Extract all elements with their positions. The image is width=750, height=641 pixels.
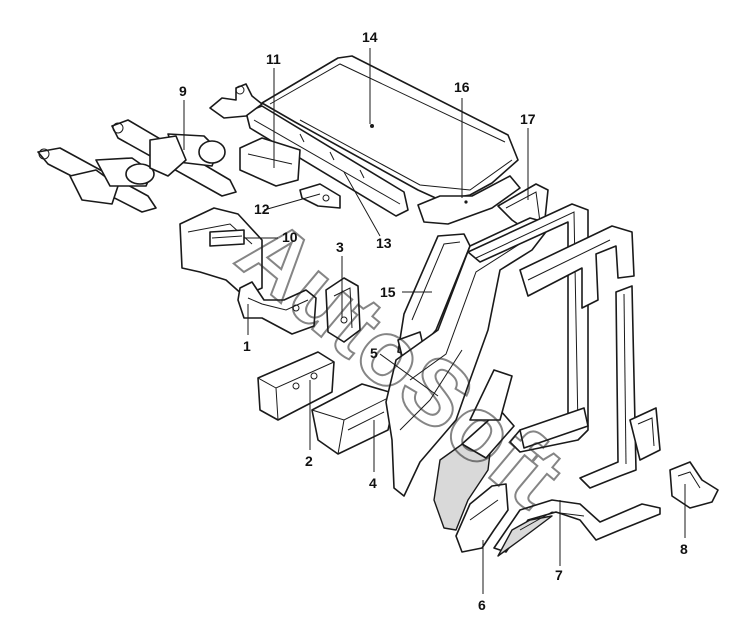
wheel-arch-part-6: [433, 369, 515, 553]
storage-tray-part-4: [311, 383, 397, 455]
side-inner-panel-part-5: [385, 217, 553, 497]
callout-11: 11: [266, 51, 281, 67]
callout-14: 14: [362, 29, 378, 45]
roof-rear-rail-part-16: [417, 175, 521, 225]
callout-10: 10: [282, 229, 298, 245]
callout-6: 6: [478, 597, 486, 613]
door-frame-inner: [519, 225, 635, 449]
callout-17: 17: [520, 111, 536, 127]
callout-2: 2: [305, 453, 313, 469]
windscreen-header-part-11: [239, 105, 409, 217]
rear-pillar-frame: [579, 285, 661, 489]
callout-4: 4: [369, 475, 377, 491]
callout-12: 12: [254, 201, 270, 217]
callout-5: 5: [370, 345, 378, 361]
callout-1: 1: [243, 338, 251, 354]
callout-7: 7: [555, 567, 563, 583]
step-box-part-2: [257, 351, 335, 421]
callout-16: 16: [454, 79, 470, 95]
small-clip-bracket: [209, 83, 263, 119]
wheel-arch-part-7: [493, 499, 661, 557]
callout-15: 15: [380, 284, 396, 300]
callout-9: 9: [179, 83, 187, 99]
rear-bracket-part-8: [669, 461, 719, 509]
leader-lines: [183, 48, 686, 594]
roof-panel-part-14: [261, 55, 519, 201]
callout-13: 13: [376, 235, 392, 251]
pillar-bracket-part-3: [325, 277, 361, 343]
callout-8: 8: [680, 541, 688, 557]
bracket-part-12: [299, 183, 341, 209]
callout-3: 3: [336, 239, 344, 255]
lower-bracket-part-1: [237, 281, 317, 335]
wiper-linkage-part-9: [37, 119, 237, 213]
callout-labels: 14 16 17 11 9 12 10 13 3 15 1 5 2 4 7 8 …: [179, 29, 688, 613]
